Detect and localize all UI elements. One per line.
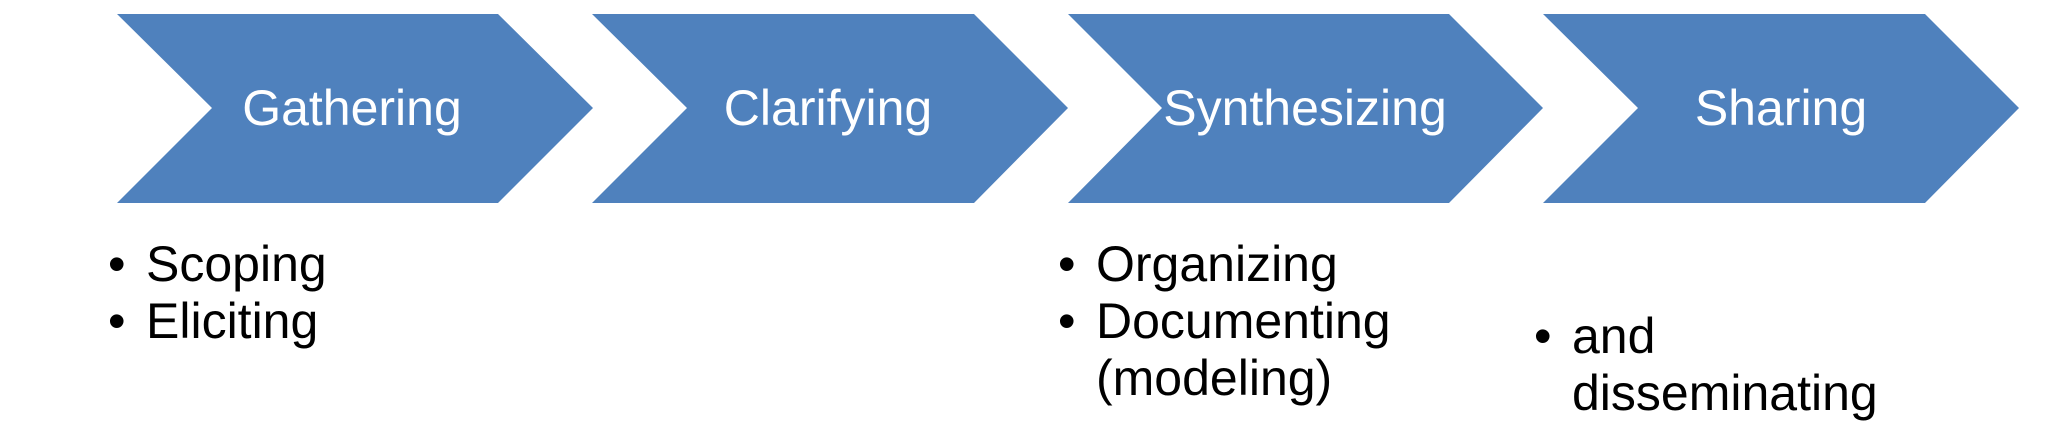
stage-label-sharing: Sharing xyxy=(1695,80,1867,136)
detail-disseminating: and disseminating xyxy=(1572,308,1878,421)
chevron-synthesizing xyxy=(1068,14,1543,203)
detail-organizing: Organizing xyxy=(1096,236,1338,292)
list-item: • and disseminating xyxy=(1534,308,1954,422)
stage-label-gathering: Gathering xyxy=(242,80,462,136)
stage-gathering: Gathering xyxy=(117,14,593,203)
stage-label-synthesizing: Synthesizing xyxy=(1163,80,1447,136)
bullet-icon: • xyxy=(1058,236,1076,292)
list-item: • Eliciting xyxy=(108,293,528,350)
gathering-details-list: • Scoping • Eliciting xyxy=(108,236,528,350)
detail-eliciting: Eliciting xyxy=(146,293,319,349)
chevron-clarifying xyxy=(592,14,1068,203)
detail-scoping: Scoping xyxy=(146,236,327,292)
stage-sharing: Sharing xyxy=(1543,14,2019,203)
synthesizing-details-list: • Organizing • Documenting (modeling) xyxy=(1058,236,1478,407)
stage-clarifying: Clarifying xyxy=(592,14,1068,203)
stage-synthesizing: Synthesizing xyxy=(1068,14,1543,203)
chevron-gathering xyxy=(117,14,593,203)
stage-label-clarifying: Clarifying xyxy=(724,80,932,136)
bullet-icon: • xyxy=(108,236,126,292)
list-item: • Scoping xyxy=(108,236,528,293)
list-item: • Documenting (modeling) xyxy=(1058,293,1478,407)
chevron-sharing xyxy=(1543,14,2019,203)
sharing-details-list: • and disseminating xyxy=(1534,308,1954,422)
detail-documenting: Documenting (modeling) xyxy=(1096,293,1391,406)
bullet-icon: • xyxy=(108,293,126,349)
bullet-icon: • xyxy=(1058,293,1076,349)
list-item: • Organizing xyxy=(1058,236,1478,293)
bullet-icon: • xyxy=(1534,308,1552,364)
